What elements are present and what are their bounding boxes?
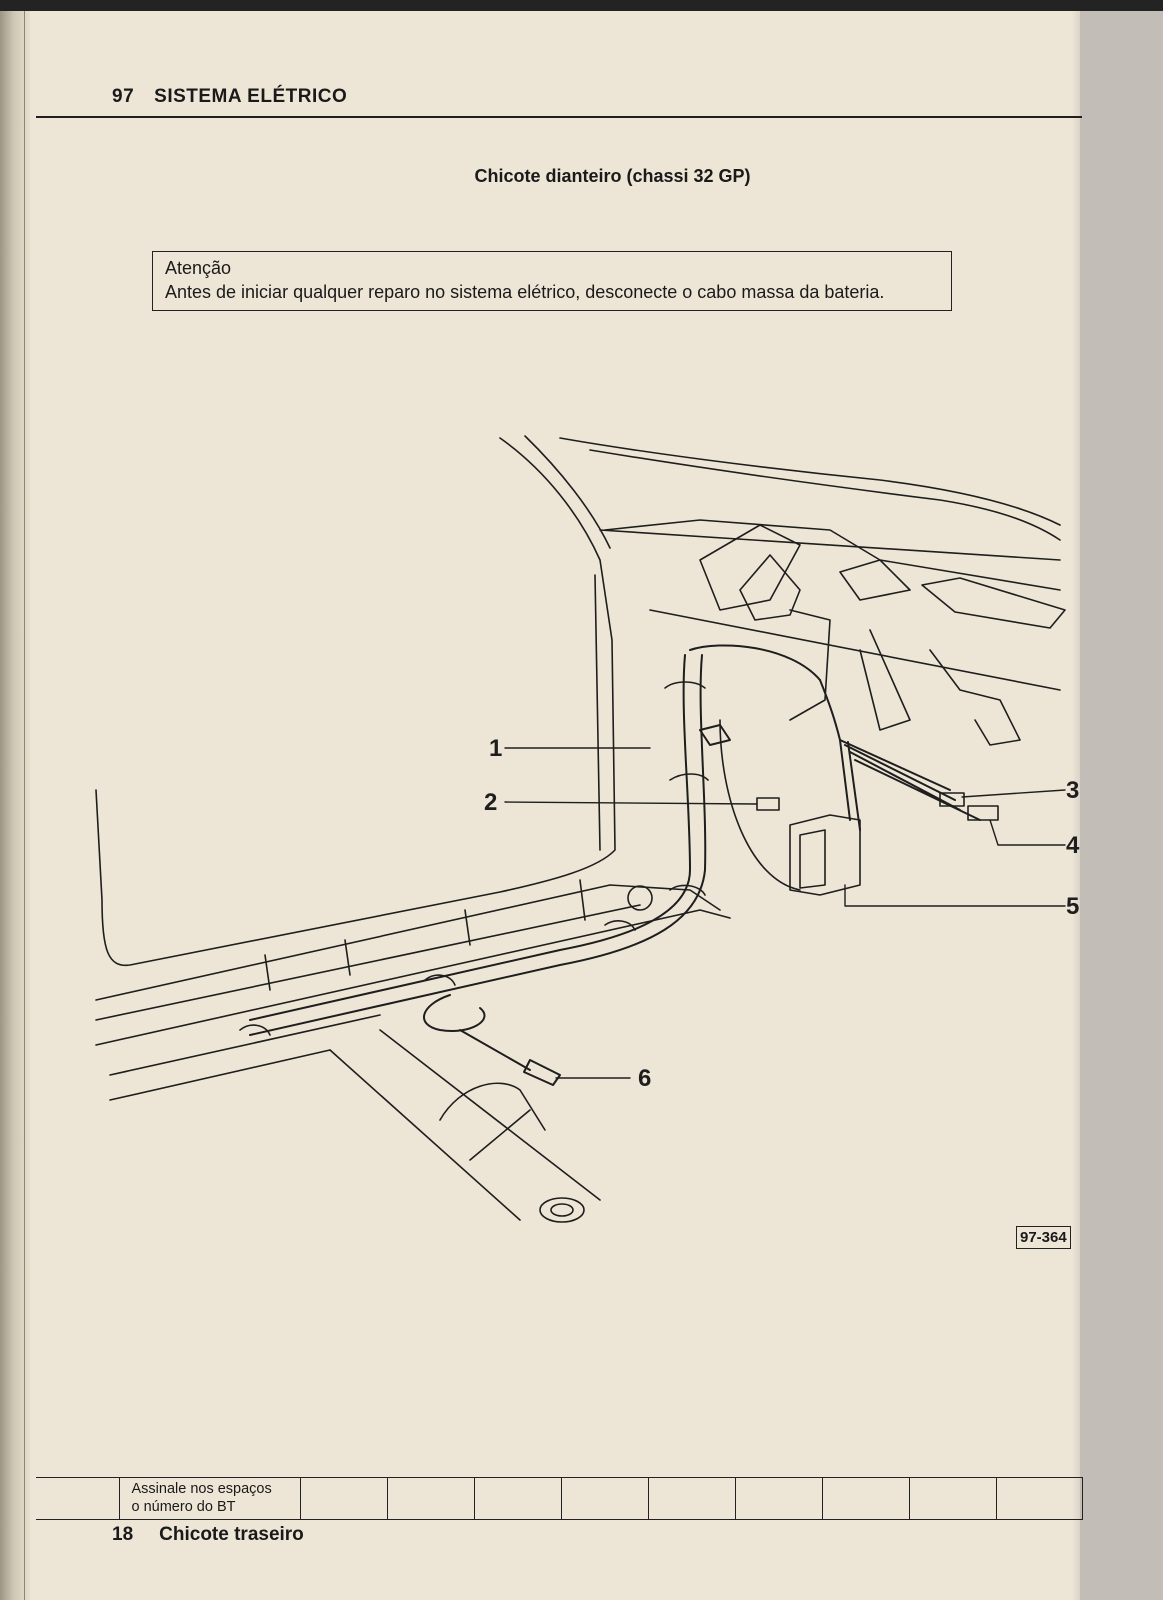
callout-leader-lines	[504, 747, 1066, 1079]
figure-number: 97-364	[1016, 1226, 1071, 1249]
bt-number-cell[interactable]	[821, 1477, 910, 1520]
door-frame-outline	[95, 435, 1061, 967]
bt-table-margin	[36, 1477, 120, 1520]
spine-fold-line	[24, 11, 25, 1600]
attention-heading: Atenção	[165, 258, 232, 278]
floor-crossmember	[329, 1029, 601, 1223]
page-header: 97 SISTEMA ELÉTRICO	[112, 86, 347, 108]
callout-2: 2	[484, 789, 497, 816]
bt-number-cell[interactable]	[908, 1477, 997, 1520]
callout-1: 1	[489, 735, 502, 762]
harness-cable	[249, 644, 981, 1086]
bt-number-cell[interactable]	[473, 1477, 562, 1520]
bt-number-cell[interactable]	[299, 1477, 388, 1520]
header-rule	[36, 116, 1082, 118]
page-footer: 18 Chicote traseiro	[112, 1524, 304, 1546]
callout-4: 4	[1066, 832, 1080, 859]
footer-section-number: 18	[112, 1524, 134, 1545]
scan-background-edge	[1080, 11, 1163, 1600]
connectors	[756, 792, 999, 896]
page-edge-shadow	[1072, 11, 1082, 1600]
bt-number-cell[interactable]	[995, 1477, 1083, 1520]
attention-box: Atenção Antes de iniciar qualquer reparo…	[152, 251, 952, 311]
header-section-title: SISTEMA ELÉTRICO	[154, 86, 348, 107]
callout-3: 3	[1066, 777, 1079, 804]
header-section-number: 97	[112, 86, 135, 107]
attention-text: Antes de iniciar qualquer reparo no sist…	[165, 282, 885, 302]
door-sill	[95, 879, 731, 1101]
page-title: Chicote dianteiro (chassi 32 GP)	[474, 166, 751, 186]
bt-number-cell[interactable]	[560, 1477, 649, 1520]
bt-table-label: Assinale nos espaços o número do BT	[118, 1477, 301, 1520]
callout-5: 5	[1066, 893, 1079, 920]
scan-top-border	[0, 0, 1163, 11]
callout-6: 6	[638, 1065, 651, 1092]
bt-number-cell[interactable]	[386, 1477, 475, 1520]
cable-ties	[239, 681, 709, 1036]
book-spine	[0, 11, 30, 1600]
bt-number-table: Assinale nos espaços o número do BT	[36, 1477, 1083, 1520]
bt-number-cell[interactable]	[647, 1477, 736, 1520]
dashboard-bracket	[604, 519, 1066, 891]
footer-section-title: Chicote traseiro	[159, 1524, 304, 1545]
bt-number-cell[interactable]	[734, 1477, 823, 1520]
